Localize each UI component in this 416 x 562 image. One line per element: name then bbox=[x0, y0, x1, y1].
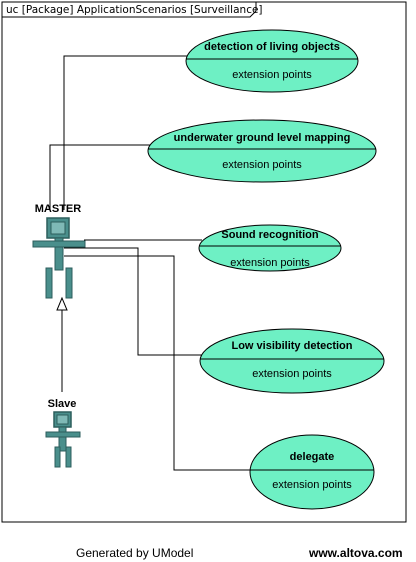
usecase-title: Sound recognition bbox=[221, 229, 318, 241]
actor-slave-arms bbox=[45, 431, 81, 438]
actor-slave-left-leg bbox=[54, 446, 61, 468]
usecase-ellipse bbox=[249, 434, 375, 510]
usecase-title: delegate bbox=[290, 451, 335, 463]
usecase-sound-recognition[interactable]: Sound recognition extension points bbox=[198, 224, 342, 272]
actor-master-face bbox=[50, 221, 66, 235]
usecase-title: Low visibility detection bbox=[231, 340, 352, 352]
usecase-extension-points: extension points bbox=[230, 257, 310, 269]
association-line-detection bbox=[63, 55, 188, 210]
actor-master-label: MASTER bbox=[35, 203, 82, 215]
frame-title: uc [Package] ApplicationScenarios [Surve… bbox=[6, 4, 263, 16]
frame-tab bbox=[2, 2, 257, 18]
usecase-title: underwater ground level mapping bbox=[174, 132, 351, 144]
actor-master-body bbox=[54, 237, 64, 271]
association-line-mapping bbox=[49, 144, 150, 210]
generalization-arrowhead bbox=[56, 296, 68, 311]
usecase-delegate[interactable]: delegate extension points bbox=[249, 434, 375, 510]
usecase-extension-points: extension points bbox=[232, 69, 312, 81]
usecase-ellipse bbox=[198, 224, 342, 272]
usecase-extension-points: extension points bbox=[222, 159, 302, 171]
website-link[interactable]: www.altova.com bbox=[309, 546, 403, 560]
usecase-ellipse bbox=[147, 119, 377, 183]
association-line-delegate bbox=[64, 255, 254, 471]
association-line-lowvis bbox=[64, 247, 203, 356]
usecase-ellipse bbox=[199, 328, 385, 394]
association-lines bbox=[49, 55, 254, 471]
actor-master-left-leg bbox=[45, 267, 53, 299]
usecase-extension-points: extension points bbox=[252, 368, 332, 380]
usecase-title: detection of living objects bbox=[204, 41, 340, 53]
generated-by-text: Generated by UModel bbox=[76, 546, 194, 560]
usecase-ellipse bbox=[185, 29, 359, 93]
usecase-extension-points: extension points bbox=[272, 479, 352, 491]
actor-master[interactable]: MASTER bbox=[32, 203, 86, 299]
usecase-underwater-ground-level-mapping[interactable]: underwater ground level mapping extensio… bbox=[147, 119, 377, 183]
generalization-slave-master bbox=[56, 296, 68, 392]
actor-slave-body bbox=[58, 426, 67, 452]
actor-slave-right-leg bbox=[65, 446, 72, 468]
actor-master-arms bbox=[32, 240, 86, 248]
actor-slave[interactable]: Slave bbox=[45, 398, 81, 468]
actor-slave-face bbox=[56, 414, 69, 425]
usecase-detection-of-living-objects[interactable]: detection of living objects extension po… bbox=[185, 29, 359, 93]
actor-master-right-leg bbox=[65, 267, 73, 299]
usecase-low-visibility-detection[interactable]: Low visibility detection extension point… bbox=[199, 328, 385, 394]
actor-slave-label: Slave bbox=[48, 398, 77, 410]
